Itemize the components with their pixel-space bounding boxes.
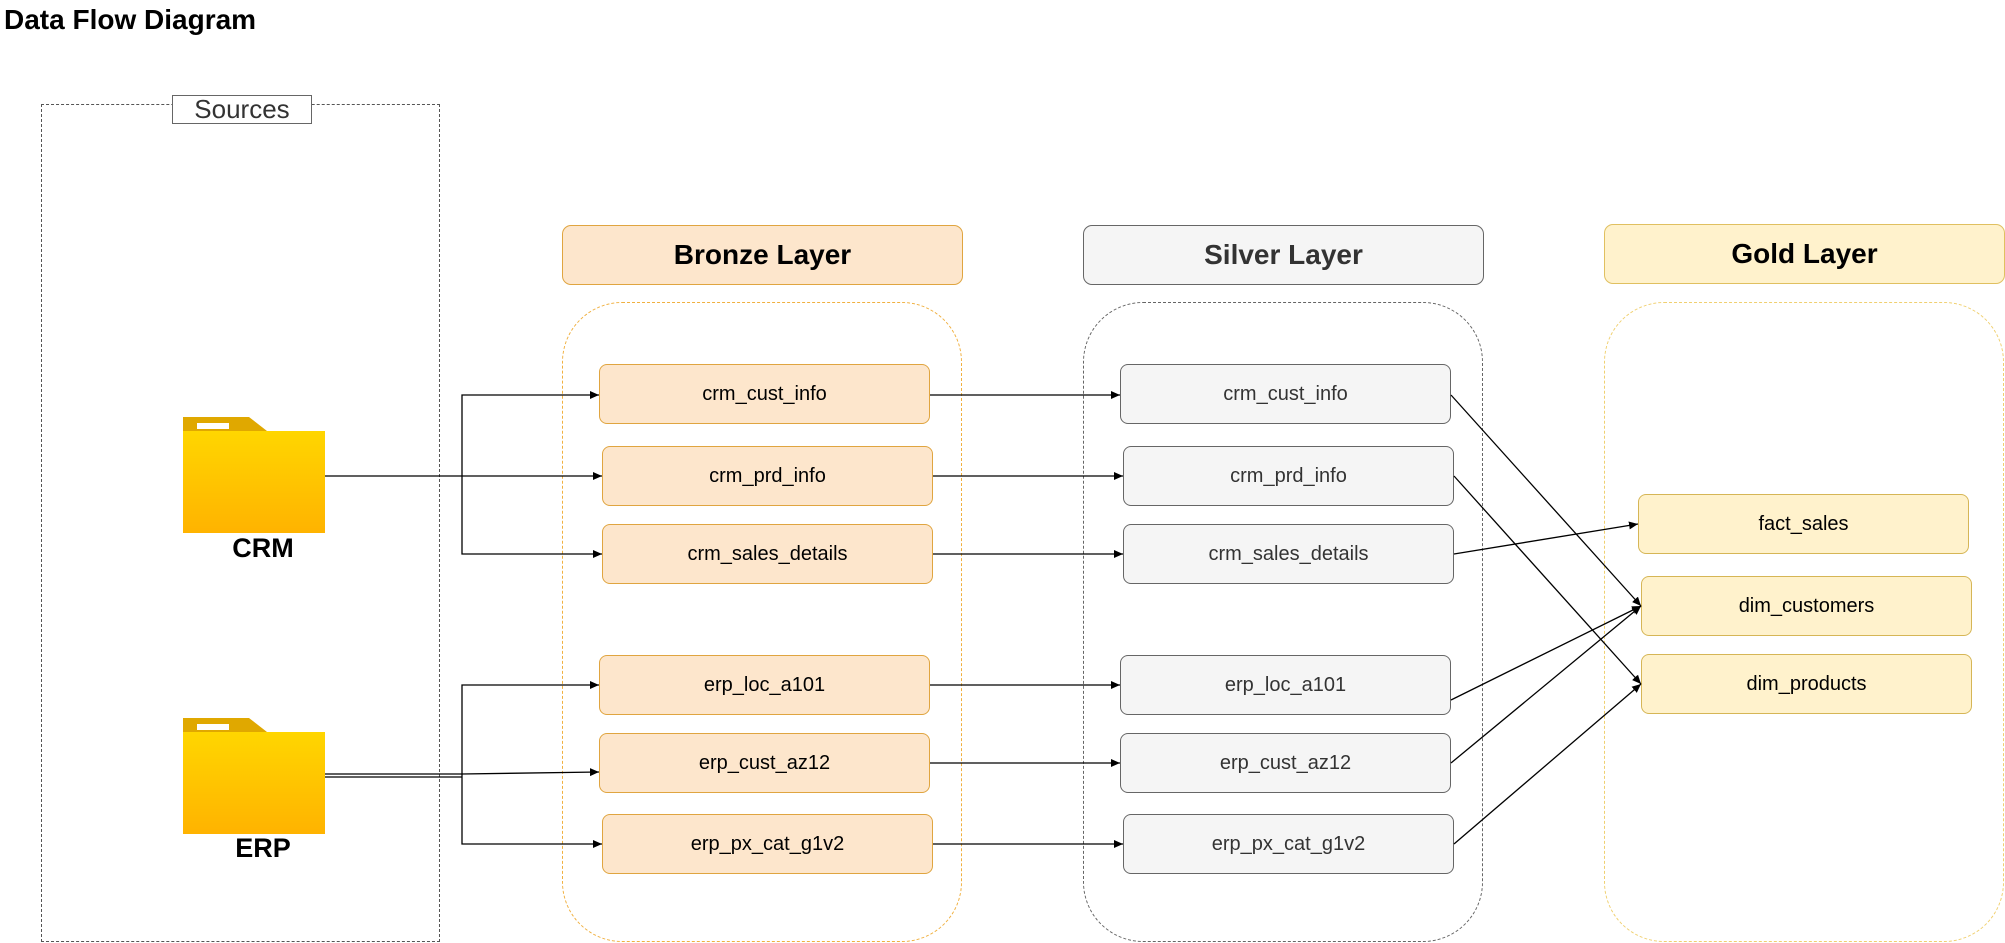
sources-label: Sources bbox=[172, 95, 312, 124]
silver-node-erp-cust-az12[interactable]: erp_cust_az12 bbox=[1120, 733, 1451, 793]
silver-node-erp-px-cat-g1v2[interactable]: erp_px_cat_g1v2 bbox=[1123, 814, 1454, 874]
erp-label: ERP bbox=[235, 833, 291, 863]
silver-node-crm-prd-info[interactable]: crm_prd_info bbox=[1123, 446, 1454, 506]
crm-label: CRM bbox=[232, 533, 294, 563]
silver-node-erp-loc-a101[interactable]: erp_loc_a101 bbox=[1120, 655, 1451, 715]
silver-layer-header[interactable]: Silver Layer bbox=[1083, 225, 1484, 285]
crm-folder-icon[interactable] bbox=[183, 417, 325, 533]
erp-folder-icon[interactable] bbox=[183, 718, 325, 834]
gold-node-fact-sales[interactable]: fact_sales bbox=[1638, 494, 1969, 554]
gold-node-dim-customers[interactable]: dim_customers bbox=[1641, 576, 1972, 636]
bronze-node-crm-prd-info[interactable]: crm_prd_info bbox=[602, 446, 933, 506]
gold-layer-header[interactable]: Gold Layer bbox=[1604, 224, 2005, 284]
bronze-layer-header[interactable]: Bronze Layer bbox=[562, 225, 963, 285]
silver-node-crm-cust-info[interactable]: crm_cust_info bbox=[1120, 364, 1451, 424]
bronze-node-erp-cust-az12[interactable]: erp_cust_az12 bbox=[599, 733, 930, 793]
gold-node-dim-products[interactable]: dim_products bbox=[1641, 654, 1972, 714]
bronze-node-erp-loc-a101[interactable]: erp_loc_a101 bbox=[599, 655, 930, 715]
silver-node-crm-sales-details[interactable]: crm_sales_details bbox=[1123, 524, 1454, 584]
bronze-layer-region bbox=[562, 302, 962, 942]
page-title: Data Flow Diagram bbox=[4, 4, 257, 35]
bronze-node-crm-cust-info[interactable]: crm_cust_info bbox=[599, 364, 930, 424]
bronze-node-erp-px-cat-g1v2[interactable]: erp_px_cat_g1v2 bbox=[602, 814, 933, 874]
bronze-node-crm-sales-details[interactable]: crm_sales_details bbox=[602, 524, 933, 584]
